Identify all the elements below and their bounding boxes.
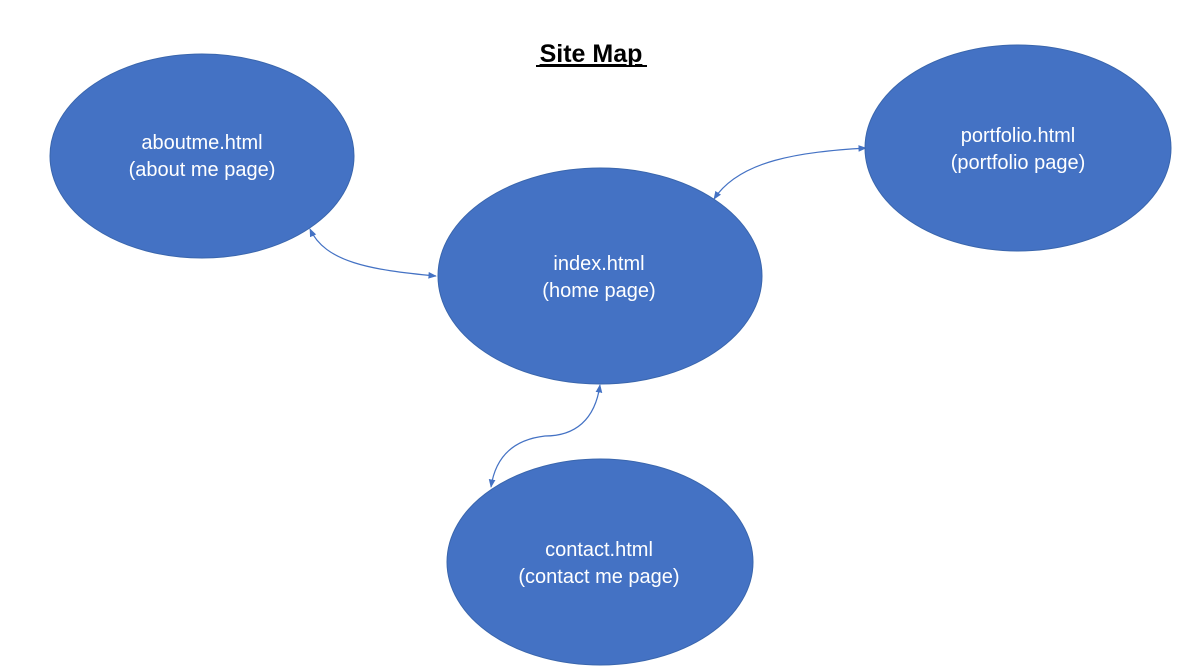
node-aboutme-ellipse (49, 53, 355, 259)
node-contact: contact.html (contact me page) (446, 458, 754, 666)
node-index-description: (home page) (542, 280, 655, 302)
node-contact-ellipse (446, 458, 754, 666)
node-aboutme-filename: aboutme.html (141, 132, 262, 154)
diagram-title: Site Map (540, 40, 643, 68)
node-index-filename: index.html (553, 253, 644, 275)
node-contact-description: (contact me page) (518, 566, 679, 588)
node-aboutme: aboutme.html (about me page) (49, 53, 355, 259)
edge-index-contact (488, 384, 603, 488)
node-index-ellipse (437, 167, 763, 385)
edge-index-portfolio (713, 145, 867, 200)
node-portfolio-description: (portfolio page) (951, 152, 1086, 174)
edge-index-aboutme (309, 228, 437, 279)
node-contact-filename: contact.html (545, 539, 653, 561)
node-index: index.html (home page) (437, 167, 763, 385)
node-portfolio-ellipse (864, 44, 1172, 252)
node-portfolio: portfolio.html (portfolio page) (864, 44, 1172, 252)
node-aboutme-description: (about me page) (129, 159, 276, 181)
node-portfolio-filename: portfolio.html (961, 125, 1076, 147)
